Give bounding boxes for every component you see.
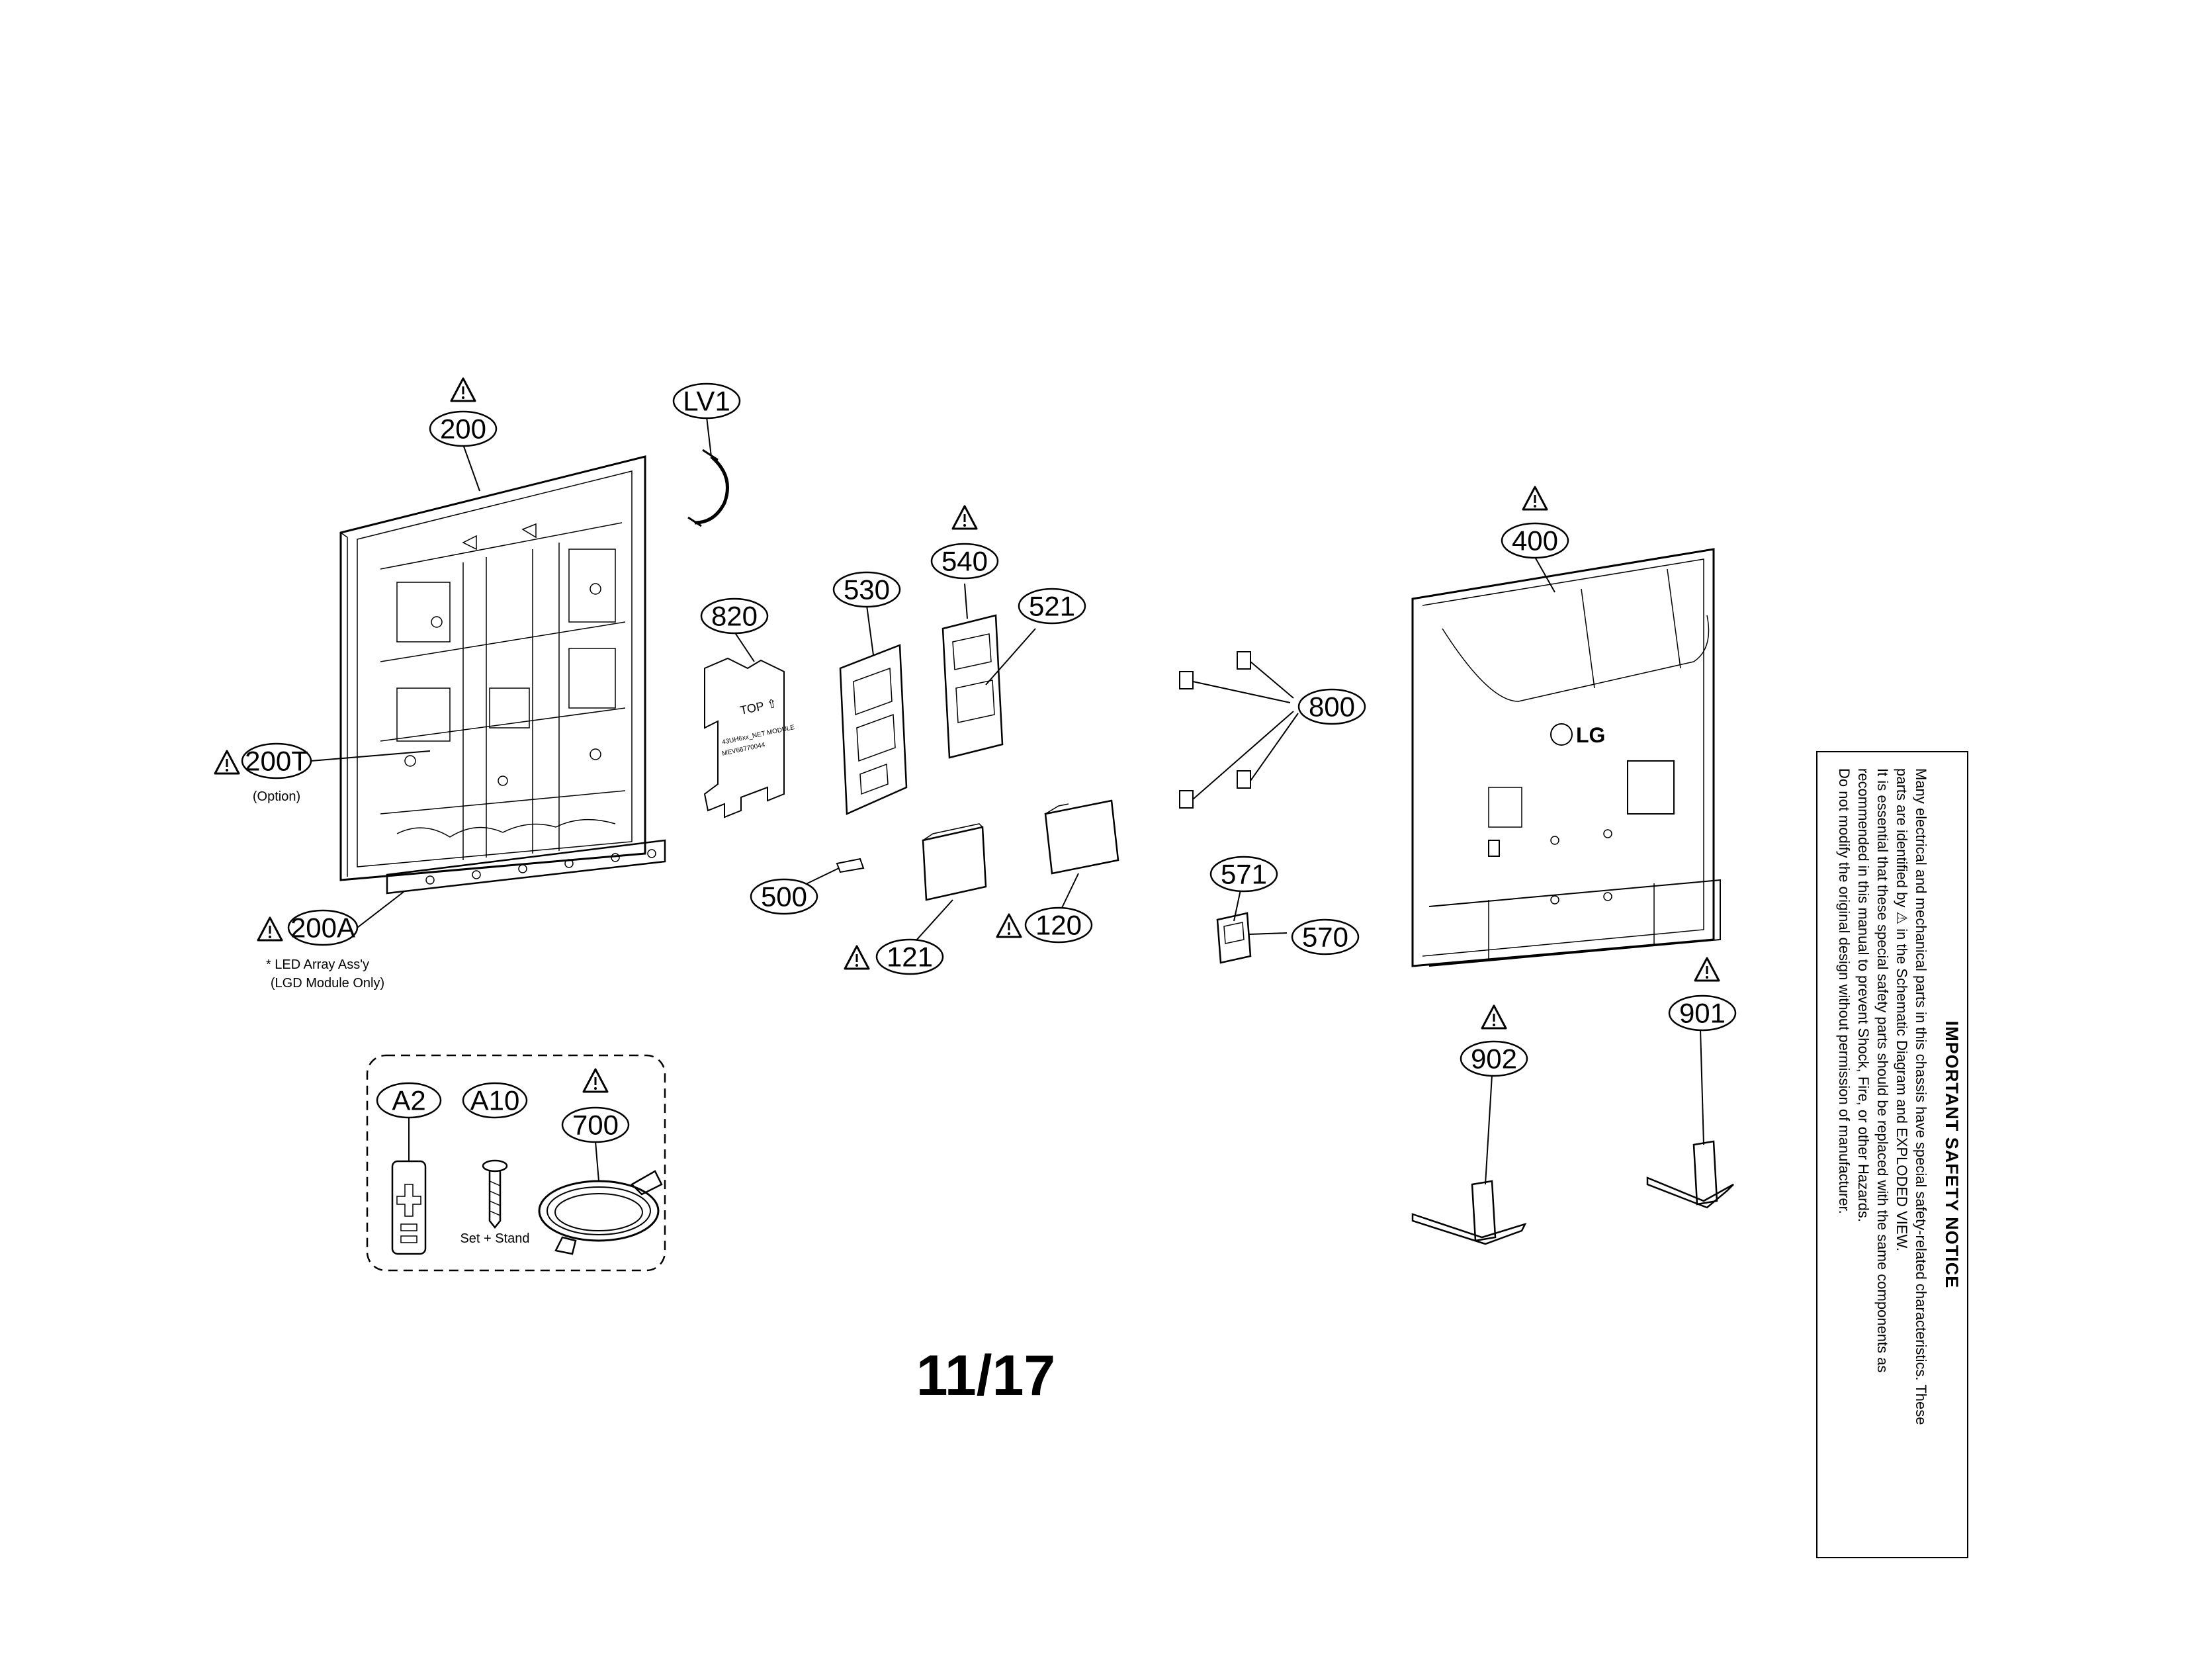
speaker-part-120 bbox=[1044, 799, 1119, 875]
small-part-500 bbox=[836, 858, 865, 873]
safety-notice: IMPORTANT SAFETY NOTICE Many electrical … bbox=[1816, 751, 1968, 1558]
callout-571: 571 bbox=[1209, 856, 1278, 893]
safety-notice-line: It is essential that these special safet… bbox=[1874, 768, 1891, 1373]
svg-text:820: 820 bbox=[711, 601, 758, 632]
safety-notice-box bbox=[1816, 751, 1968, 1558]
svg-text:200T: 200T bbox=[245, 746, 308, 777]
callout-521: 521 bbox=[1018, 588, 1086, 625]
power-cord-part-700 bbox=[538, 1170, 663, 1255]
screw-part-a10 bbox=[482, 1159, 508, 1229]
safety-notice-title: IMPORTANT SAFETY NOTICE bbox=[1942, 1020, 1962, 1289]
svg-text:500: 500 bbox=[761, 881, 807, 912]
accessories-box bbox=[366, 1054, 666, 1272]
svg-text:700: 700 bbox=[572, 1110, 619, 1141]
callout-120: 120 bbox=[996, 906, 1093, 944]
callout-400: 400 bbox=[1501, 486, 1569, 559]
led-array-note-line1: * LED Array Ass'y bbox=[266, 957, 369, 972]
led-array-note-line2: (LGD Module Only) bbox=[271, 976, 384, 991]
callout-200a: 200A bbox=[257, 909, 359, 946]
svg-text:521: 521 bbox=[1029, 591, 1075, 622]
stand-leg-part-902 bbox=[1411, 1180, 1527, 1245]
callout-a10: A10 bbox=[462, 1082, 528, 1119]
svg-text:LV1: LV1 bbox=[683, 386, 730, 417]
led-array-part-200a bbox=[386, 839, 666, 895]
power-board-part-540 bbox=[941, 614, 1004, 759]
svg-text:570: 570 bbox=[1302, 922, 1348, 953]
callout-lv1: LV1 bbox=[672, 382, 741, 420]
safety-notice-line: recommended in this manual to prevent Sh… bbox=[1855, 768, 1872, 1222]
svg-text:902: 902 bbox=[1471, 1043, 1517, 1075]
speaker-part-121 bbox=[922, 823, 987, 901]
callout-902: 902 bbox=[1460, 1004, 1528, 1077]
svg-text:A2: A2 bbox=[392, 1085, 425, 1116]
callout-500: 500 bbox=[750, 878, 818, 915]
svg-text:901: 901 bbox=[1679, 998, 1726, 1029]
callout-570: 570 bbox=[1291, 918, 1360, 955]
callout-800: 800 bbox=[1297, 688, 1366, 725]
safety-notice-line: Do not modify the original design withou… bbox=[1836, 768, 1853, 1214]
page-number: 11/17 bbox=[916, 1344, 1056, 1407]
svg-text:200: 200 bbox=[440, 414, 486, 445]
back-cover-part-400 bbox=[1411, 548, 1721, 967]
svg-text:530: 530 bbox=[844, 574, 890, 605]
lvds-cable-part-lv1 bbox=[687, 449, 729, 527]
stand-leg-part-901 bbox=[1646, 1140, 1734, 1209]
svg-text:121: 121 bbox=[887, 942, 933, 973]
main-board-part-530 bbox=[839, 644, 908, 815]
insulation-sheet-part-820 bbox=[703, 657, 785, 818]
callout-200: 200 bbox=[429, 377, 498, 447]
callout-540: 540 bbox=[930, 505, 999, 580]
clip-parts-800 bbox=[1179, 651, 1251, 809]
safety-notice-line: Many electrical and mechanical parts in … bbox=[1913, 768, 1929, 1425]
svg-text:400: 400 bbox=[1512, 525, 1558, 556]
board-top-label: TOP ⇧ bbox=[739, 697, 778, 717]
callout-700: 700 bbox=[561, 1068, 630, 1143]
option-note: (Option) bbox=[253, 789, 300, 804]
set-stand-note: Set + Stand bbox=[460, 1231, 529, 1246]
callout-a2: A2 bbox=[376, 1082, 442, 1119]
callout-901: 901 bbox=[1668, 957, 1737, 1032]
svg-text:120: 120 bbox=[1035, 910, 1082, 941]
callout-820: 820 bbox=[700, 597, 769, 635]
svg-text:571: 571 bbox=[1221, 859, 1267, 890]
svg-text:800: 800 bbox=[1309, 691, 1355, 723]
callout-200t: 200T bbox=[214, 742, 312, 779]
lcd-panel-part-200 bbox=[339, 455, 646, 881]
callout-530: 530 bbox=[832, 571, 901, 608]
svg-text:200A: 200A bbox=[290, 912, 355, 944]
lg-logo: LG bbox=[1576, 723, 1605, 747]
callouts: 200 LV1 200T 200A 820 530 540 bbox=[214, 377, 1737, 1143]
safety-notice-line: parts are identified by ⚠ in the Schemat… bbox=[1894, 768, 1910, 1252]
callout-121: 121 bbox=[844, 938, 944, 975]
svg-text:A10: A10 bbox=[470, 1085, 520, 1116]
ir-module-part-570 bbox=[1216, 912, 1252, 964]
remote-control-part-a2 bbox=[391, 1160, 427, 1255]
svg-text:540: 540 bbox=[941, 546, 988, 577]
